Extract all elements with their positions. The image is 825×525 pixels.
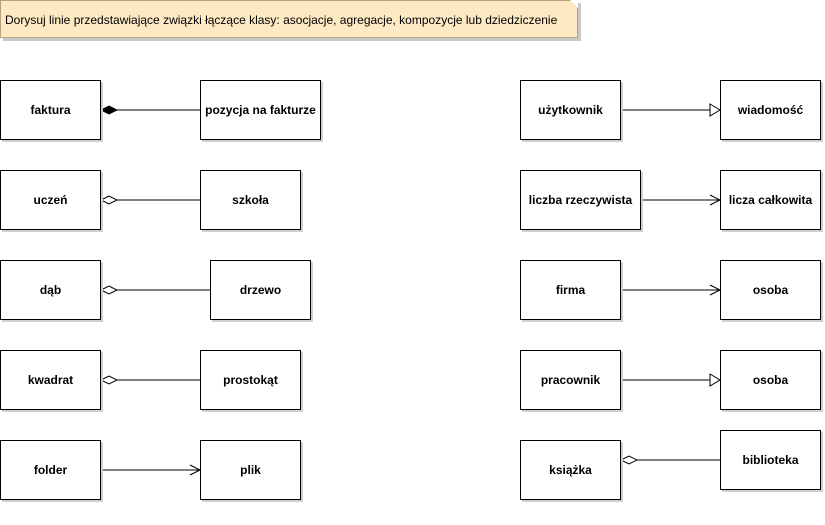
class-box-dab[interactable]: dąb (0, 260, 101, 320)
class-box-pozycja-na-fakturze[interactable]: pozycja na fakturze (200, 80, 321, 140)
class-box-firma[interactable]: firma (520, 260, 621, 320)
generalization-triangle-icon (709, 373, 721, 387)
class-box-osoba[interactable]: osoba (720, 260, 821, 320)
instruction-note: Dorysuj linie przedstawiające związki łą… (0, 0, 578, 38)
generalization-triangle-icon (709, 103, 721, 117)
aggregation-diamond-icon (99, 285, 119, 295)
class-box-ksiazka[interactable]: książka (520, 440, 621, 500)
class-box-plik[interactable]: plik (200, 440, 301, 500)
class-box-pracownik[interactable]: pracownik (520, 350, 621, 410)
class-box-biblioteka[interactable]: biblioteka (720, 430, 821, 490)
class-box-folder[interactable]: folder (0, 440, 101, 500)
composition-diamond-icon (99, 105, 119, 115)
class-box-liczba-rzeczywista[interactable]: liczba rzeczywista (520, 170, 641, 230)
class-box-licza-calkowita[interactable]: licza całkowita (720, 170, 821, 230)
instruction-text: Dorysuj linie przedstawiające związki łą… (5, 13, 558, 27)
aggregation-diamond-icon (619, 455, 639, 465)
class-box-uzytkownik[interactable]: użytkownik (520, 80, 621, 140)
class-box-wiadomosc[interactable]: wiadomość (720, 80, 821, 140)
class-box-uczen[interactable]: uczeń (0, 170, 101, 230)
note-fold-corner (570, 0, 578, 8)
class-box-drzewo[interactable]: drzewo (210, 260, 311, 320)
class-box-faktura[interactable]: faktura (0, 80, 101, 140)
class-box-kwadrat[interactable]: kwadrat (0, 350, 101, 410)
aggregation-diamond-icon (99, 375, 119, 385)
aggregation-diamond-icon (99, 195, 119, 205)
class-box-szkola[interactable]: szkoła (200, 170, 301, 230)
class-box-osoba-2[interactable]: osoba (720, 350, 821, 410)
class-box-prostokat[interactable]: prostokąt (200, 350, 301, 410)
